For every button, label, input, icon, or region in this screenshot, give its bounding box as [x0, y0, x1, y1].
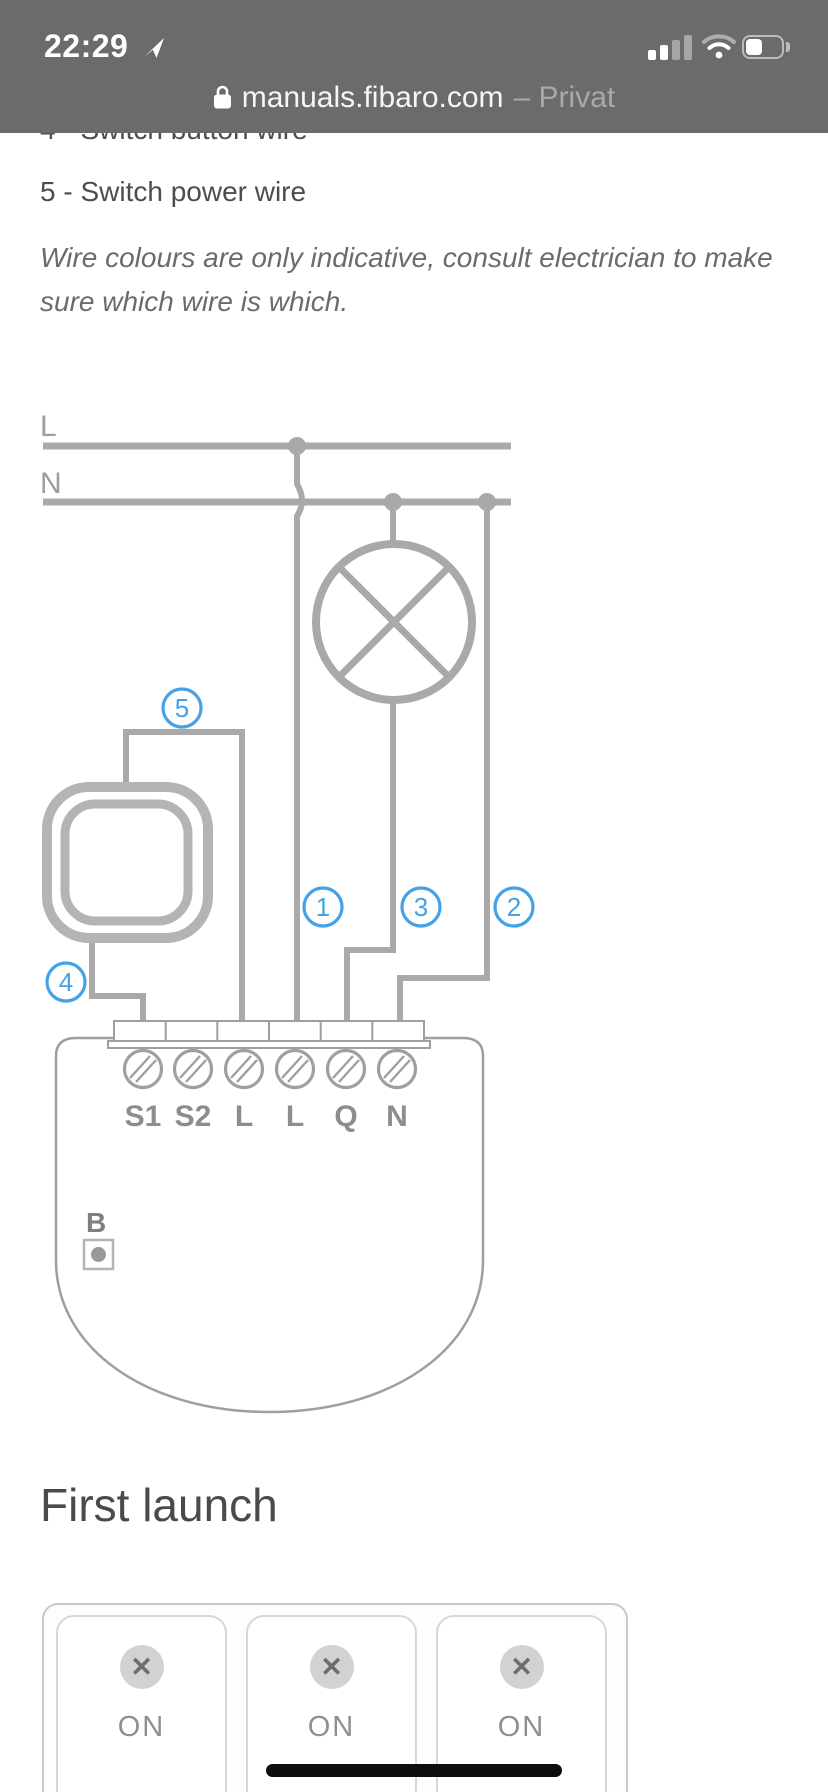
wire-badge-1: 1 [302, 886, 344, 928]
private-mode-label: – Privat [513, 81, 616, 114]
x-circle-icon: ✕ [499, 1645, 544, 1689]
location-arrow-icon [144, 38, 164, 58]
wiring-diagram: L N [40, 410, 535, 1414]
terminal-strip [107, 1020, 431, 1049]
status-bar: 22:29 manuals.fibaro [0, 0, 828, 133]
terminal-label-l2: L [286, 1100, 304, 1133]
switch-card: ✕ ON [56, 1615, 227, 1792]
wire-badge-2: 2 [493, 886, 535, 928]
switch-card: ✕ ON [246, 1615, 417, 1792]
x-circle-icon: ✕ [309, 1645, 354, 1689]
card-state-label: ON [117, 1711, 166, 1743]
wire-badge-4: 4 [45, 961, 87, 1003]
device-body-outline [54, 1036, 485, 1414]
wire-5-switch-power [123, 729, 245, 1024]
note-line-2: sure which wire is which. [40, 286, 349, 317]
lock-icon [213, 85, 231, 109]
card-state-label: ON [307, 1711, 356, 1743]
junction-dot [288, 437, 306, 455]
service-button: B [82, 1207, 115, 1271]
junction-dot [384, 493, 402, 511]
wire-badge-3: 3 [400, 886, 442, 928]
wire-1-live-feed [294, 446, 305, 1024]
terminal-screws [122, 1048, 418, 1090]
cellular-signal-icon [648, 50, 656, 60]
wire-2-neutral [397, 502, 490, 1024]
wire-5-heading: 5 - Switch power wire [40, 176, 307, 207]
url-domain: manuals.fibaro.com [241, 81, 504, 114]
card-state-label: ON [497, 1711, 546, 1743]
junction-dot [478, 493, 496, 511]
status-icons [648, 34, 793, 62]
lamp-symbol [312, 540, 476, 704]
wall-switch-symbol [42, 782, 213, 943]
wire-badge-5: 5 [161, 687, 203, 729]
url-bar[interactable]: manuals.fibaro.com – Privat [0, 78, 828, 118]
svg-text:3: 3 [414, 892, 428, 922]
terminal-label-l1: L [235, 1100, 253, 1133]
wire-colour-note: Wire colours are only indicative, consul… [40, 236, 800, 324]
clock: 22:29 [44, 28, 129, 64]
wifi-icon [702, 34, 736, 59]
note-line-1: Wire colours are only indicative, consul… [40, 242, 773, 273]
terminal-label-s2: S2 [175, 1100, 212, 1133]
terminal-label-q: Q [334, 1100, 357, 1133]
neutral-line-label: N [40, 467, 62, 500]
svg-text:1: 1 [316, 892, 330, 922]
wire-4-switch-button [89, 938, 146, 1024]
wire-3-lamp-return [344, 699, 396, 1024]
terminal-label-s1: S1 [125, 1100, 162, 1133]
x-circle-icon: ✕ [119, 1645, 164, 1689]
switch-card: ✕ ON [436, 1615, 607, 1792]
first-launch-illustration: ✕ ON ✕ ON ✕ ON [42, 1603, 628, 1792]
battery-icon [742, 35, 790, 59]
svg-text:4: 4 [59, 967, 73, 997]
terminal-label-n: N [386, 1100, 408, 1133]
home-indicator[interactable] [266, 1764, 562, 1777]
svg-text:2: 2 [507, 892, 521, 922]
service-button-label: B [86, 1207, 106, 1238]
svg-text:5: 5 [175, 693, 189, 723]
section-heading-first-launch: First launch [40, 1479, 278, 1531]
live-line-label: L [40, 410, 57, 443]
